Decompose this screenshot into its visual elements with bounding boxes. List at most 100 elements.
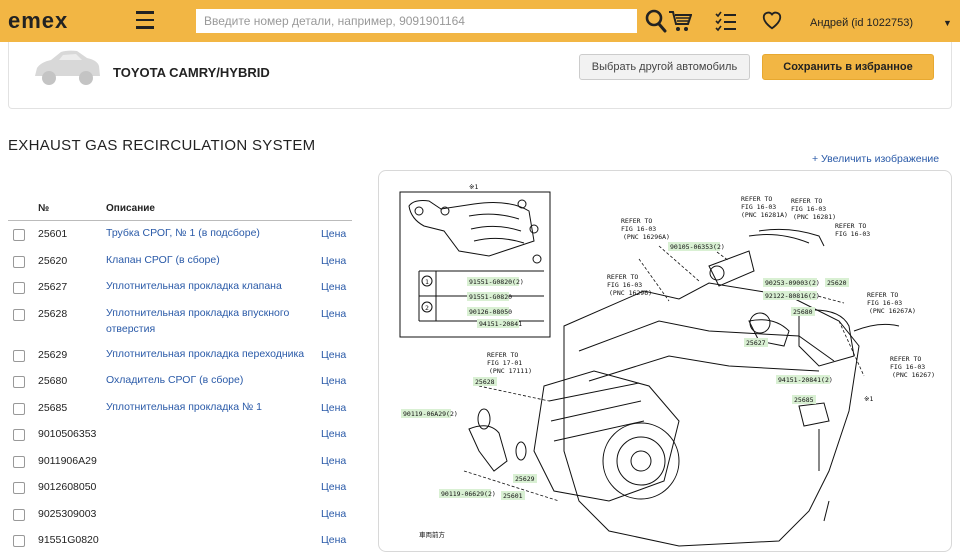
note-mark: ※1 <box>469 183 478 191</box>
price-link[interactable]: Цена <box>321 348 347 361</box>
callout-25601[interactable]: 25601 <box>503 492 523 500</box>
diagram-canvas: 90105-06353(2) 90253-09003(2) 25620 9212… <box>399 183 935 547</box>
part-description-link[interactable]: Уплотнительная прокладка клапана <box>106 280 282 292</box>
price-link[interactable]: Цена <box>321 534 347 546</box>
note-mark: ※1 <box>864 395 873 403</box>
cart-icon[interactable] <box>668 9 692 33</box>
part-description-link[interactable]: Уплотнительная прокладка № 1 <box>106 400 263 413</box>
part-number: 25680 <box>38 375 68 387</box>
orders-list-icon[interactable] <box>714 9 738 33</box>
refer-label: REFER TO <box>791 197 822 205</box>
callout-25629[interactable]: 25629 <box>515 475 535 483</box>
chevron-down-icon[interactable]: ▼ <box>943 18 952 28</box>
part-description-link[interactable]: Трубка СРОГ, № 1 (в подсборе) <box>106 227 260 239</box>
save-favorite-button[interactable]: Сохранить в избранное <box>762 54 934 80</box>
refer-label: (PNC 16296) <box>609 289 652 297</box>
emex-logo[interactable]: emex <box>8 8 68 34</box>
part-number: 25601 <box>38 228 68 240</box>
callout-25680[interactable]: 25680 <box>793 308 813 316</box>
refer-label: FIG 16-03 <box>791 205 826 213</box>
price-link[interactable]: Цена <box>321 307 347 320</box>
callout-label[interactable]: 90105-06353(2) <box>670 243 725 251</box>
callout-label[interactable]: 90253-09003(2) <box>765 279 820 287</box>
row-checkbox[interactable] <box>13 508 25 521</box>
inset-box <box>399 191 551 338</box>
callout-label[interactable]: 94151-20841(2) <box>778 376 833 384</box>
row-checkbox[interactable] <box>13 376 25 388</box>
favorites-heart-icon[interactable] <box>761 9 783 31</box>
refer-label: REFER TO <box>890 355 921 363</box>
callout-label[interactable]: 92122-80816(2) <box>765 292 820 300</box>
top-header: emex Андрей (id 1022753) ▼ <box>0 0 960 42</box>
row-checkbox[interactable] <box>13 282 25 294</box>
change-vehicle-button[interactable]: Выбрать другой автомобиль <box>579 54 750 80</box>
callout-label[interactable]: 90126-08050 <box>469 308 512 316</box>
vehicle-card: TOYOTA CAMRY/HYBRID Выбрать другой автом… <box>8 42 952 109</box>
table-row[interactable]: 25685 Уплотнительная прокладка № 1 Цена <box>8 395 352 422</box>
callout-label[interactable]: 91551-G0820 <box>469 293 512 301</box>
row-checkbox[interactable] <box>13 535 25 547</box>
callout-label[interactable]: 90119-06A29(2) <box>403 410 458 418</box>
callout-label[interactable]: 90119-06629(2) <box>441 490 496 498</box>
callout-label[interactable]: 94151-20841 <box>479 320 522 328</box>
row-checkbox[interactable] <box>13 308 25 321</box>
row-checkbox[interactable] <box>13 455 25 468</box>
row-checkbox[interactable] <box>13 402 25 415</box>
search-icon[interactable] <box>645 9 667 33</box>
callout-25620[interactable]: 25620 <box>827 279 847 287</box>
logo-text: emex <box>8 8 69 33</box>
table-row[interactable]: 25629 Уплотнительная прокладка переходник… <box>8 342 352 369</box>
parts-diagram[interactable]: 90105-06353(2) 90253-09003(2) 25620 9212… <box>378 170 952 552</box>
price-link[interactable]: Цена <box>321 507 347 520</box>
part-description-link[interactable]: Охладитель СРОГ (в сборе) <box>106 374 244 386</box>
search-input[interactable] <box>196 9 637 33</box>
price-link[interactable]: Цена <box>321 454 347 467</box>
column-header-number: № <box>38 203 50 214</box>
price-link[interactable]: Цена <box>321 254 347 267</box>
callout-label[interactable]: 91551-G0820(2) <box>469 278 524 286</box>
price-link[interactable]: Цена <box>321 401 347 414</box>
callout-25627[interactable]: 25627 <box>746 339 766 347</box>
price-link[interactable]: Цена <box>321 228 347 240</box>
callout-25685[interactable]: 25685 <box>794 396 814 404</box>
row-checkbox[interactable] <box>13 255 25 268</box>
callout-25628[interactable]: 25628 <box>475 378 495 386</box>
page-title: EXHAUST GAS RECIRCULATION SYSTEM <box>8 137 316 154</box>
price-link[interactable]: Цена <box>321 281 347 293</box>
part-number: 9012608050 <box>38 481 97 493</box>
table-row[interactable]: 25680 Охладитель СРОГ (в сборе) Цена <box>8 368 352 395</box>
refer-label: FIG 16-03 <box>741 203 776 211</box>
refer-label: REFER TO <box>607 273 638 281</box>
row-checkbox[interactable] <box>13 429 25 441</box>
user-account-label[interactable]: Андрей (id 1022753) <box>810 17 914 29</box>
row-checkbox[interactable] <box>13 482 25 494</box>
part-number: 25629 <box>38 348 68 361</box>
refer-label: (PNC 16281A) <box>741 211 788 219</box>
refer-label: (PNC 16281) <box>793 213 836 221</box>
part-number: 25685 <box>38 401 68 414</box>
table-row[interactable]: 25620 Клапан СРОГ (в сборе) Цена <box>8 248 352 275</box>
table-row[interactable]: 25601 Трубка СРОГ, № 1 (в подсборе) Цена <box>8 221 352 248</box>
part-number: 25620 <box>38 254 68 267</box>
row-checkbox[interactable] <box>13 349 25 362</box>
price-link[interactable]: Цена <box>321 375 347 387</box>
row-checkbox[interactable] <box>13 229 25 241</box>
price-link[interactable]: Цена <box>321 428 347 440</box>
refer-label: (PNC 16267A) <box>869 307 916 315</box>
table-row[interactable]: 9012608050 Цена <box>8 474 352 501</box>
enlarge-image-link[interactable]: + Увеличить изображение <box>812 153 940 165</box>
part-description-link[interactable]: Уплотнительная прокладка переходника <box>106 347 305 360</box>
part-description-link[interactable]: Уплотнительная прокладка впускного отвер… <box>106 306 290 335</box>
part-description-link[interactable]: Клапан СРОГ (в сборе) <box>106 253 220 266</box>
key-number: 1 <box>425 278 429 286</box>
price-link[interactable]: Цена <box>321 481 347 493</box>
refer-label: (PNC 16296A) <box>623 233 670 241</box>
menu-icon[interactable] <box>136 11 154 29</box>
